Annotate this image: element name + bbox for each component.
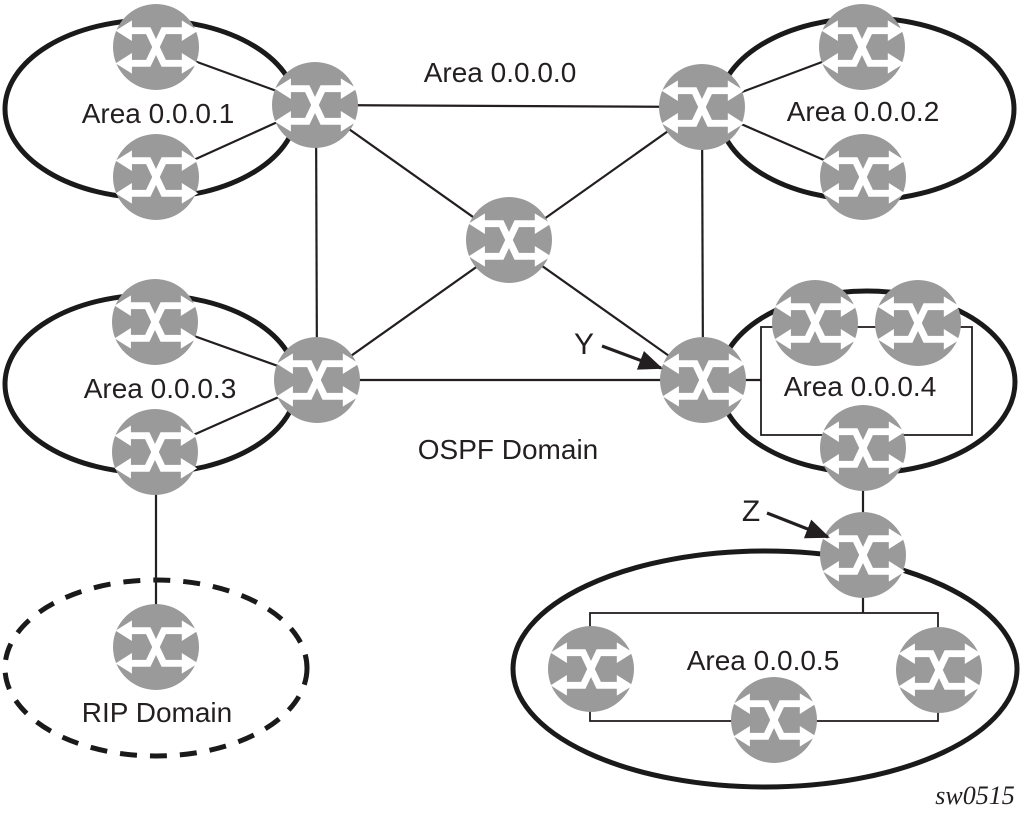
router-area4-top-right bbox=[875, 280, 961, 366]
router-area5-bottom bbox=[731, 677, 817, 763]
router-abr-top-left bbox=[272, 62, 358, 148]
link-left-vertical bbox=[314, 104, 319, 381]
router-area5-right bbox=[896, 627, 982, 713]
router-rip bbox=[113, 604, 199, 690]
label-z: Z bbox=[742, 495, 760, 528]
router-z bbox=[820, 512, 906, 598]
router-backbone-center bbox=[466, 197, 552, 283]
arrow-y bbox=[601, 344, 663, 370]
router-area1-lower bbox=[113, 134, 199, 220]
router-area4-top-left bbox=[772, 280, 858, 366]
router-area1-upper bbox=[113, 4, 199, 90]
router-area2-upper bbox=[819, 4, 905, 90]
router-area3-lower bbox=[112, 409, 198, 495]
link-right-vertical bbox=[700, 106, 705, 381]
area-0-0-0-5-boundary bbox=[510, 548, 1020, 790]
router-abr-top-right bbox=[659, 64, 745, 150]
label-area-0-0-0-5: Area 0.0.0.5 bbox=[687, 645, 840, 676]
router-links bbox=[154, 45, 865, 647]
label-rip-domain: RIP Domain bbox=[82, 697, 232, 728]
router-area2-lower bbox=[820, 134, 906, 220]
arrow-z bbox=[766, 511, 830, 539]
router-area3-upper bbox=[112, 279, 198, 365]
label-area-0-0-0-0: Area 0.0.0.0 bbox=[424, 57, 577, 88]
label-ospf-domain: OSPF Domain bbox=[418, 434, 599, 465]
label-area-0-0-0-4: Area 0.0.0.4 bbox=[784, 371, 937, 402]
router-y bbox=[660, 337, 746, 423]
label-watermark: sw0515 bbox=[935, 781, 1014, 810]
router-abr-left bbox=[274, 337, 360, 423]
link-backbone-top bbox=[314, 103, 703, 109]
router-area4-bottom bbox=[820, 405, 906, 491]
label-area-0-0-0-3: Area 0.0.0.3 bbox=[84, 373, 237, 404]
router-area5-left bbox=[548, 626, 634, 712]
label-area-0-0-0-2: Area 0.0.0.2 bbox=[787, 96, 940, 127]
callout-arrows bbox=[601, 344, 830, 539]
label-area-0-0-0-1: Area 0.0.0.1 bbox=[82, 98, 235, 129]
label-y: Y bbox=[574, 328, 594, 361]
